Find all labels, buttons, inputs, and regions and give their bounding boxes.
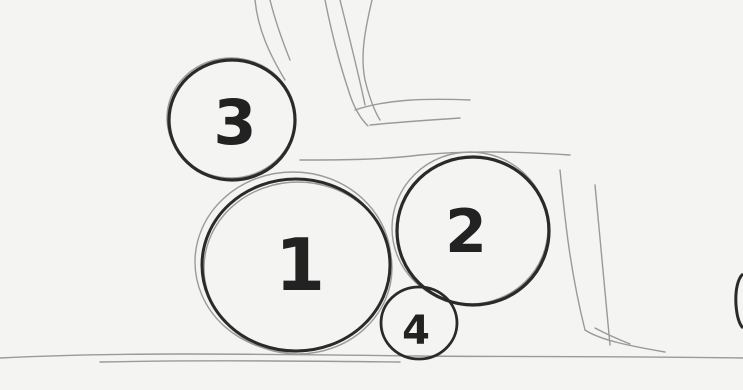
partial-shape-right-edge xyxy=(736,274,743,328)
background-sketch-lines xyxy=(0,0,743,362)
circle-3-label: 3 xyxy=(213,86,256,159)
circle-4-label: 4 xyxy=(402,308,430,354)
circle-1-label: 1 xyxy=(275,223,325,307)
circle-2-label: 2 xyxy=(445,197,487,267)
